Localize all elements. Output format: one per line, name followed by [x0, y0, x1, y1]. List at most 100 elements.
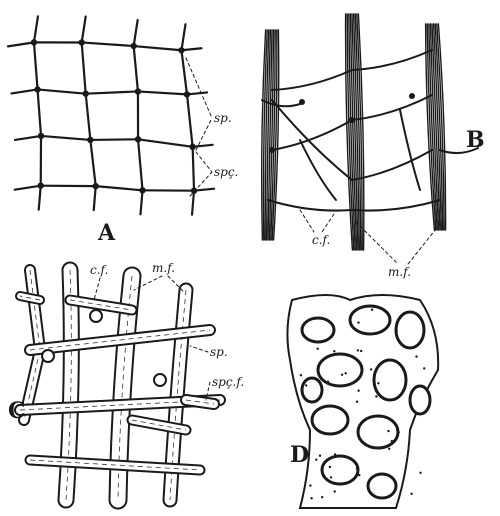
mesh-granule [374, 389, 378, 393]
mesh-granule [302, 333, 305, 337]
main-fibre-strand [436, 23, 445, 231]
spicule [39, 134, 92, 142]
mesh-granule [415, 355, 418, 358]
main-fibre-strand [432, 23, 443, 231]
connecting-fibre [271, 69, 353, 91]
mesh-opening [310, 404, 350, 436]
main-fibre-strand [426, 23, 437, 231]
panel-c-label-spcf: spç.f. [212, 375, 244, 389]
mesh-granule [410, 492, 413, 495]
fibre-striation [117, 275, 133, 501]
fibre-junction [409, 93, 415, 99]
spicule [136, 138, 194, 148]
main-fibre-strand [354, 13, 362, 251]
spongin-bulb [41, 349, 55, 363]
connecting-fibre [299, 139, 337, 201]
mesh-granule [310, 497, 313, 500]
fibre-striation [29, 329, 211, 351]
spicule [89, 138, 140, 142]
mesh-granule [318, 454, 322, 457]
horny-fibre-network [14, 261, 226, 510]
spicule [132, 44, 140, 93]
main-fibre-strand [356, 13, 363, 251]
mesh-granule [329, 476, 333, 479]
main-fibre-strand [352, 13, 361, 251]
mesh-opening [300, 376, 324, 404]
panel-c-letter: C [8, 398, 26, 424]
mesh-granule [333, 490, 336, 493]
connecting-fibre [351, 49, 433, 71]
mesh-granule [395, 329, 398, 332]
main-fibre-strand [270, 29, 276, 241]
fibre-network [260, 13, 479, 251]
panel-d: D [286, 294, 440, 509]
panel-b-letter: B [466, 127, 485, 153]
main-fibre-strand [431, 23, 441, 231]
spongin-knot [134, 136, 142, 143]
mesh-granule [423, 367, 426, 370]
spicule-end [192, 187, 216, 192]
mesh-granule [309, 484, 312, 487]
main-fibre-strand [262, 29, 268, 241]
tissue-outline [286, 294, 440, 509]
mesh-granule [326, 380, 330, 383]
mesh-granule [396, 428, 399, 432]
connecting-fibre [271, 99, 353, 181]
mesh-opening [348, 304, 392, 336]
spicule-end [139, 189, 144, 216]
fibre-striation [23, 269, 41, 421]
panel-b-label-cf: c.f. [312, 233, 330, 247]
panel-c-label-sp: sp. [210, 345, 228, 359]
fibre-junction [299, 99, 305, 105]
connecting-fibre [351, 94, 433, 121]
fibre-junction [269, 147, 275, 153]
mesh-granule [375, 395, 378, 398]
spicule-end [92, 185, 97, 212]
spicule-end [10, 88, 39, 95]
panel-c: C c.f. m.f. sp. spç.f. [8, 261, 244, 510]
spicule [80, 41, 135, 48]
spicule-end [132, 18, 139, 48]
fibre-striation [185, 399, 215, 405]
spicule-end [37, 184, 42, 211]
mesh-granule [357, 321, 360, 324]
main-fibre-strand [349, 13, 358, 251]
reticulate-mesh [286, 294, 440, 509]
mesh-opening [408, 384, 432, 416]
mesh-opening [366, 472, 398, 500]
spicule [94, 185, 144, 192]
mesh-granule [305, 384, 308, 387]
mesh-granule [369, 368, 373, 371]
spicule-end [32, 15, 40, 44]
main-fibre-strand [264, 29, 270, 241]
main-fibre-strand [260, 29, 267, 241]
main-fibre-strand [424, 23, 436, 231]
connecting-fibre [351, 199, 441, 212]
spongin-knot [134, 88, 142, 95]
connecting-fibre [399, 109, 421, 191]
spicule [136, 90, 189, 96]
mesh-granule [384, 473, 387, 476]
spicule [89, 138, 97, 188]
mesh-opening [356, 414, 400, 450]
panel-a-leader-lines [185, 57, 213, 197]
mesh-granule [357, 389, 360, 392]
main-fibre-strand [267, 29, 273, 241]
panel-b: B c.f. m.f. [260, 13, 485, 279]
mesh-opening [372, 358, 408, 402]
spicule [36, 88, 87, 95]
mesh-granule [344, 372, 347, 375]
connecting-fibre [267, 199, 353, 212]
panel-a-label-spc: spç. [214, 165, 238, 179]
main-fibre-strand [428, 23, 438, 231]
fibre-striation [19, 295, 41, 301]
mesh-granule [390, 439, 394, 443]
panel-c-label-cf: c.f. [90, 263, 108, 277]
spicule-end [6, 41, 36, 48]
panel-b-label-mf: m.f. [388, 265, 411, 279]
main-fibre-strand [348, 13, 356, 251]
panel-a-letter: A [97, 220, 116, 246]
main-fibre-strand [351, 13, 359, 251]
spicule-end [80, 15, 87, 44]
